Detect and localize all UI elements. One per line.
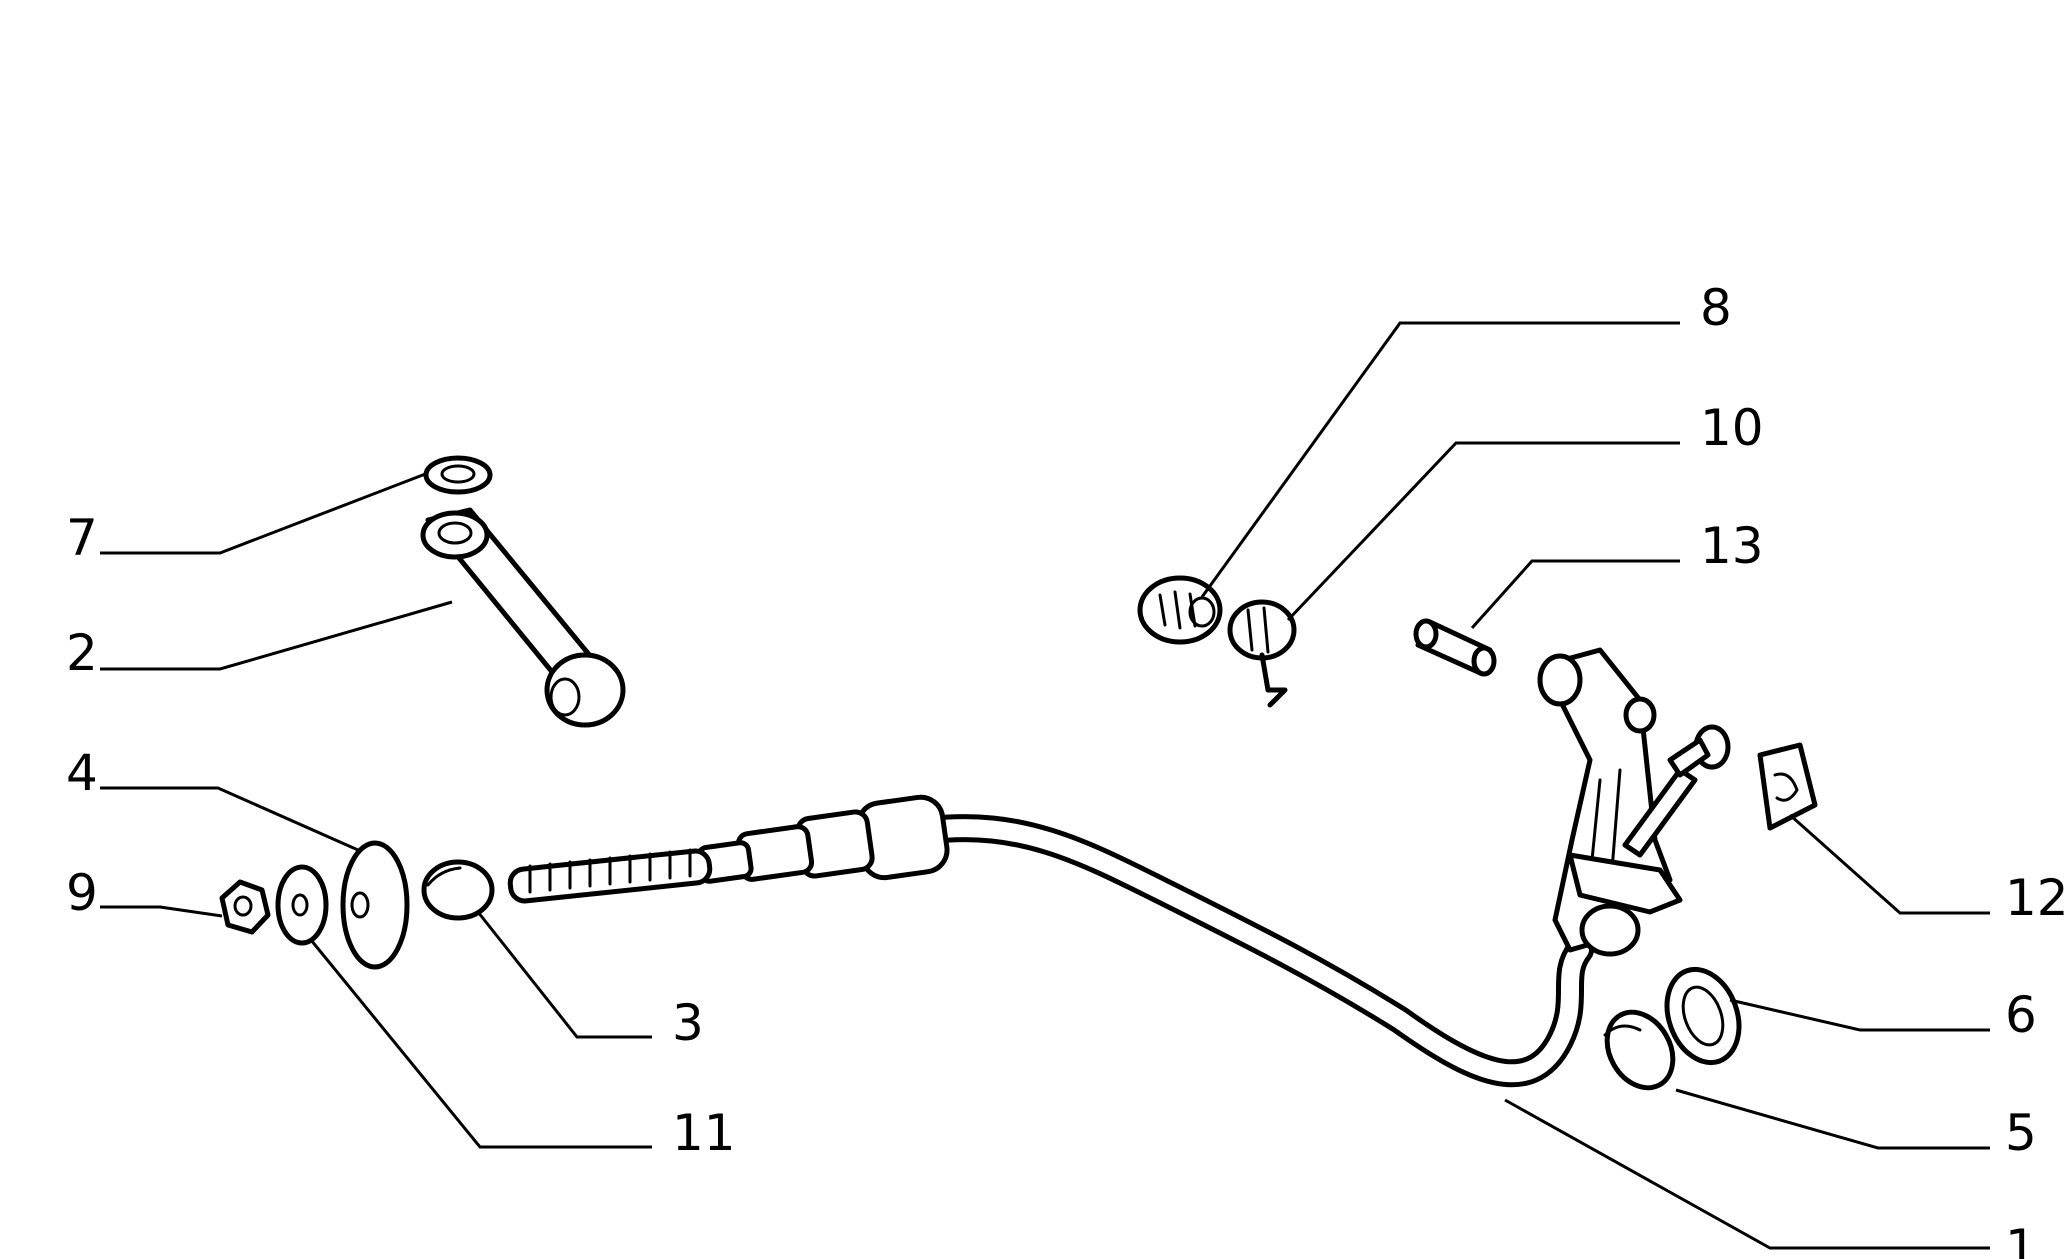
callout-7: 7	[66, 509, 98, 567]
part-13-pin	[1413, 618, 1497, 677]
callout-2: 2	[66, 624, 98, 682]
leader-1	[1504, 1098, 1990, 1250]
callout-labels: 1 2 3 4 5 6 7 8 9 10 11 12 13	[66, 279, 2067, 1259]
part-9-nut	[219, 879, 271, 935]
part-6-grommet-ring	[1664, 966, 1742, 1066]
part-1-clutch-cable	[507, 794, 1594, 1088]
part-5-seal-cap	[1603, 1009, 1676, 1091]
leader-6	[1729, 998, 1990, 1032]
leader-10	[1286, 441, 1680, 622]
leader-7	[100, 471, 429, 555]
callout-13: 13	[1700, 517, 1764, 575]
callout-6: 6	[2005, 986, 2037, 1044]
part-4-large-washer	[340, 840, 410, 970]
leader-9	[100, 905, 223, 918]
callout-5: 5	[2005, 1104, 2037, 1162]
part-8-coil-spring	[1137, 575, 1223, 645]
part-7-lock-washer	[423, 455, 493, 495]
leader-13	[1470, 559, 1680, 630]
callout-11: 11	[672, 1104, 736, 1162]
leader-4	[100, 786, 359, 852]
leader-11	[309, 939, 652, 1149]
callout-8: 8	[1700, 279, 1732, 337]
callout-10: 10	[1700, 399, 1764, 457]
part-12-clip-nut	[1757, 742, 1818, 831]
callout-12: 12	[2005, 869, 2067, 927]
callout-9: 9	[66, 864, 98, 922]
part-2-lever-arm	[420, 507, 626, 728]
leader-5	[1675, 1088, 1990, 1150]
part-3-rubber-bush	[421, 859, 495, 921]
leader-2	[100, 600, 453, 671]
callout-4: 4	[66, 744, 98, 802]
leader-3	[476, 911, 652, 1039]
callout-1: 1	[2005, 1219, 2037, 1259]
part-10-torsion-spring	[1227, 599, 1297, 708]
leader-12	[1789, 813, 1990, 915]
callout-3: 3	[672, 994, 704, 1052]
pedal-bracket-assembly	[1537, 647, 1731, 957]
part-11-small-washer	[275, 864, 329, 946]
leader-lines	[100, 321, 1990, 1250]
leader-8	[1200, 321, 1680, 598]
